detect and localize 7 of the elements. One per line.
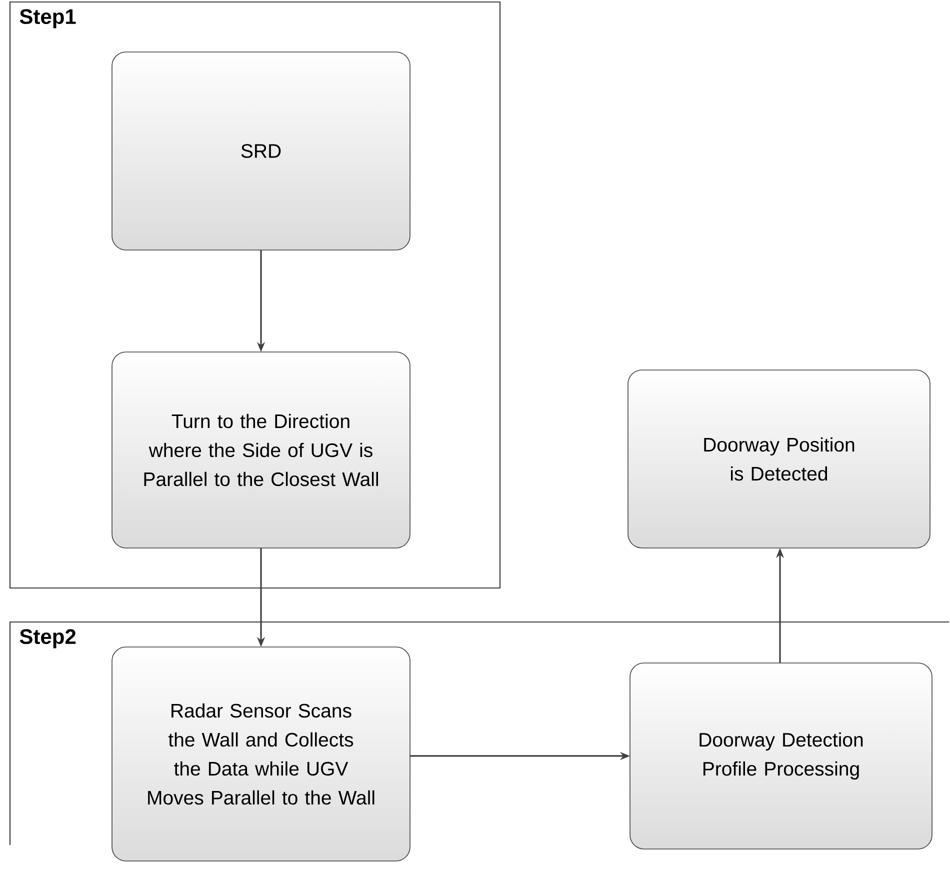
process-box: SRD [112, 52, 410, 250]
step-heading: Step2 [20, 629, 76, 648]
process-box: Doorway Detection Profile Processing [630, 662, 932, 850]
process-box: Turn to the Direction where the Side of UGV is Parallel to the Closest Wall [112, 352, 410, 548]
process-box: Doorway Position is Detected [628, 370, 930, 548]
step-heading: Step1 [20, 9, 76, 28]
process-box: Radar Sensor Scans the Wall and Collects the Data while UGV Moves Parallel to the Wall [112, 646, 410, 862]
